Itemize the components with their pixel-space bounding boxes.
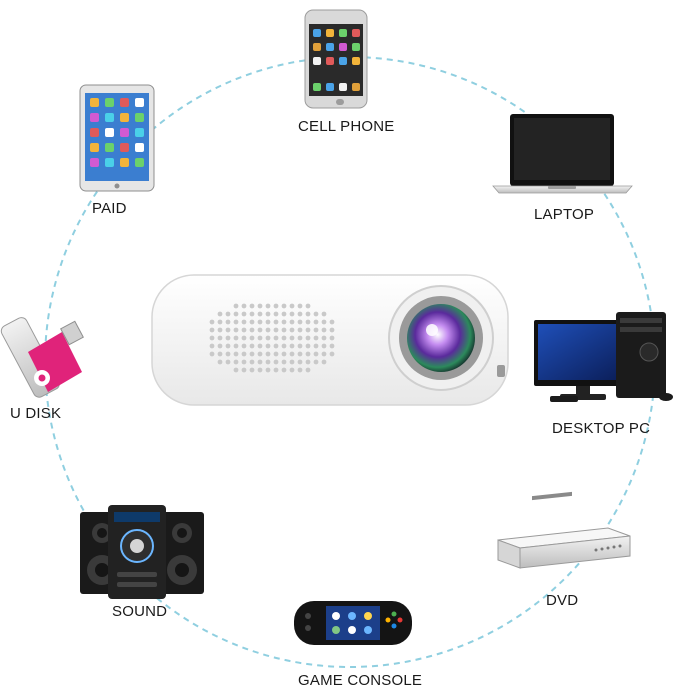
speaker-grille <box>209 303 335 373</box>
cell-phone-image <box>304 9 368 109</box>
cell-phone-label: CELL PHONE <box>298 118 395 135</box>
game-console-label: GAME CONSOLE <box>298 672 423 689</box>
desktop-pc-label: DESKTOP PC <box>552 420 651 437</box>
game-console-image <box>294 601 412 645</box>
laptop-label: LAPTOP <box>534 206 595 223</box>
dvd-player-image <box>497 491 631 569</box>
sound-system-image <box>80 505 204 599</box>
desktop-pc-image <box>534 312 673 402</box>
tablet-image <box>79 84 155 192</box>
sound-label: SOUND <box>112 603 168 620</box>
projector-image <box>151 274 509 406</box>
paid-label: PAID <box>92 200 127 217</box>
dvd-label: DVD <box>546 592 579 609</box>
laptop-image <box>492 114 633 194</box>
u-disk-label: U DISK <box>10 405 62 422</box>
projector-lens-glass <box>407 304 475 372</box>
usb-disk-image <box>0 317 84 398</box>
